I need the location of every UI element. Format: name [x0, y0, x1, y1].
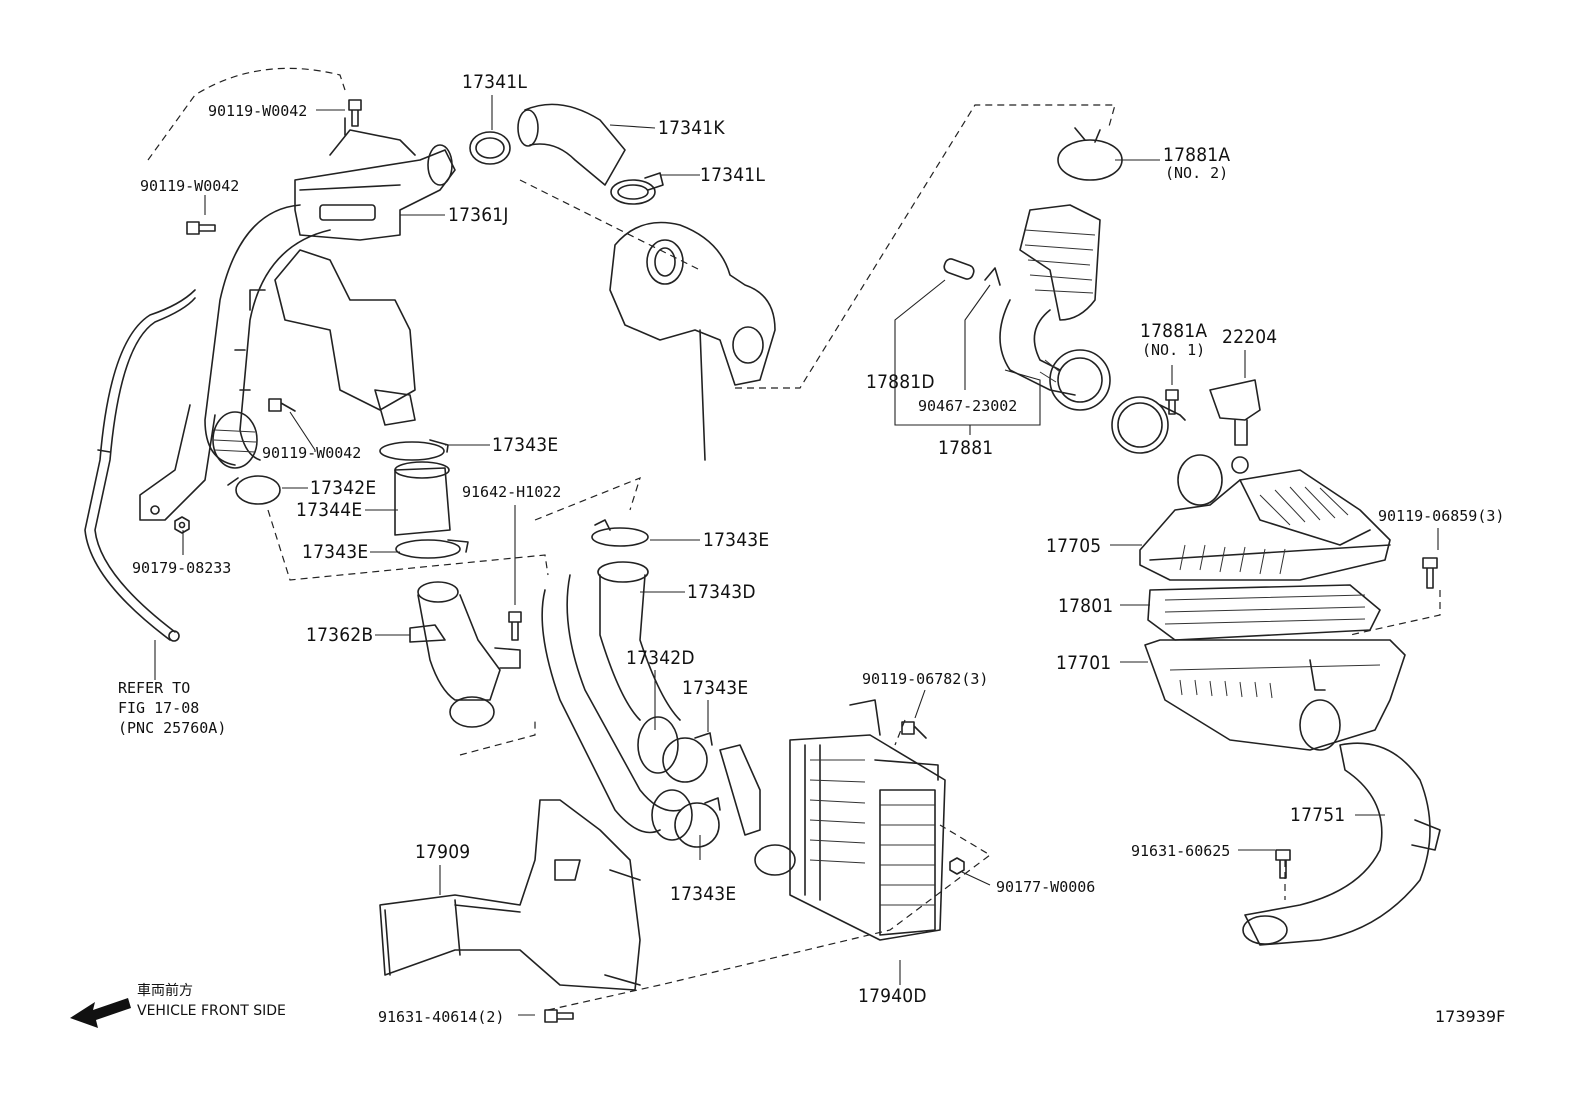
refer-note-line1: REFER TO	[118, 679, 190, 697]
bolt-icon	[348, 99, 362, 127]
label-17343E-b: 17343E	[302, 541, 368, 563]
label-17341L-bottom: 17341L	[700, 164, 765, 186]
part-17940D-intercooler	[719, 699, 946, 941]
part-22204-sensor	[1209, 379, 1261, 446]
part-17701-case	[1144, 639, 1406, 751]
label-17881A-no1: 17881A	[1140, 320, 1207, 342]
direction-note-japanese: 車両前方	[137, 982, 193, 999]
label-17801: 17801	[1058, 595, 1113, 617]
label-17343E-a: 17343E	[492, 434, 558, 456]
part-17881-intake-hose	[943, 127, 1186, 454]
bolt-icon	[544, 1009, 574, 1023]
label-17344E: 17344E	[296, 499, 362, 521]
label-90119-06859: 90119-06859(3)	[1378, 507, 1504, 525]
part-17341K-hose	[469, 103, 664, 205]
label-no2: (NO. 2)	[1165, 164, 1228, 182]
part-17909-air-duct	[379, 799, 641, 991]
label-17881A-no2: 17881A	[1163, 144, 1230, 166]
part-clamps-center	[227, 439, 469, 559]
refer-note-line2: FIG 17-08	[118, 699, 199, 717]
bolt-icon	[186, 221, 216, 235]
part-17362B-elbow	[409, 581, 521, 728]
part-17342D-hoses	[541, 519, 721, 848]
label-90177-W0006: 90177-W0006	[996, 878, 1095, 896]
nut-icon	[949, 857, 965, 875]
bolt-icon	[268, 398, 296, 412]
label-90119-06782: 90119-06782(3)	[862, 670, 988, 688]
bolt-icon	[508, 611, 522, 641]
part-bracket-left	[139, 404, 216, 521]
label-17909: 17909	[415, 841, 470, 863]
direction-note-english: VEHICLE FRONT SIDE	[137, 1003, 286, 1019]
nut-icon	[174, 516, 190, 534]
figure-code: 173939F	[1435, 1007, 1505, 1026]
refer-note-line3: (PNC 25760A)	[118, 719, 226, 737]
label-17341L-top: 17341L	[462, 71, 527, 93]
label-17342E: 17342E	[310, 477, 376, 499]
label-17342D: 17342D	[626, 647, 695, 669]
label-17940D: 17940D	[858, 985, 927, 1007]
label-17881: 17881	[938, 437, 993, 459]
label-17751: 17751	[1290, 804, 1345, 826]
bolts	[174, 99, 1438, 1023]
bolt-icon	[1165, 389, 1179, 415]
part-17751-inlet	[1242, 742, 1441, 946]
label-22204: 22204	[1222, 326, 1277, 348]
bolt-icon	[1422, 557, 1438, 589]
label-17881D: 17881D	[866, 371, 935, 393]
label-17705: 17705	[1046, 535, 1101, 557]
label-17343E-e: 17343E	[670, 883, 736, 905]
front-arrow-icon	[70, 998, 131, 1028]
part-labels: 17341L 17341K 17341L 17361J 17343E 17342…	[296, 71, 1345, 1007]
part-17705-cover	[1139, 454, 1391, 581]
leader-lines	[154, 95, 1439, 1016]
label-91631-40614: 91631-40614(2)	[378, 1008, 504, 1026]
label-17341K: 17341K	[658, 117, 725, 139]
label-no1: (NO. 1)	[1142, 341, 1205, 359]
part-17361J-intake-pipe	[204, 117, 456, 469]
label-90119-W0042-a: 90119-W0042	[208, 102, 307, 120]
label-17343E-d: 17343E	[682, 677, 748, 699]
part-17801-filter	[1147, 584, 1381, 641]
label-90119-W0042-c: 90119-W0042	[262, 444, 361, 462]
label-90179-08233: 90179-08233	[132, 559, 231, 577]
label-17343D: 17343D	[687, 581, 756, 603]
label-17343E-c: 17343E	[703, 529, 769, 551]
bolt-icon	[901, 721, 927, 739]
label-17362B: 17362B	[306, 624, 373, 646]
bolt-icon	[1275, 849, 1291, 879]
label-91631-60625: 91631-60625	[1131, 842, 1230, 860]
label-91642-H1022: 91642-H1022	[462, 483, 561, 501]
label-17701: 17701	[1056, 652, 1111, 674]
bolt-labels: 90119-W0042 90119-W0042 90119-W0042 9017…	[132, 102, 1504, 1026]
label-17361J: 17361J	[448, 204, 509, 226]
label-90119-W0042-b: 90119-W0042	[140, 177, 239, 195]
label-90467-23002: 90467-23002	[918, 397, 1017, 415]
assembly-dashed-lines	[147, 67, 1441, 1011]
notes: REFER TO FIG 17-08 (PNC 25760A) 車両前方 VEH…	[118, 679, 1505, 1026]
part-turbo-outline	[609, 221, 776, 461]
part-hose-refer	[84, 289, 196, 642]
